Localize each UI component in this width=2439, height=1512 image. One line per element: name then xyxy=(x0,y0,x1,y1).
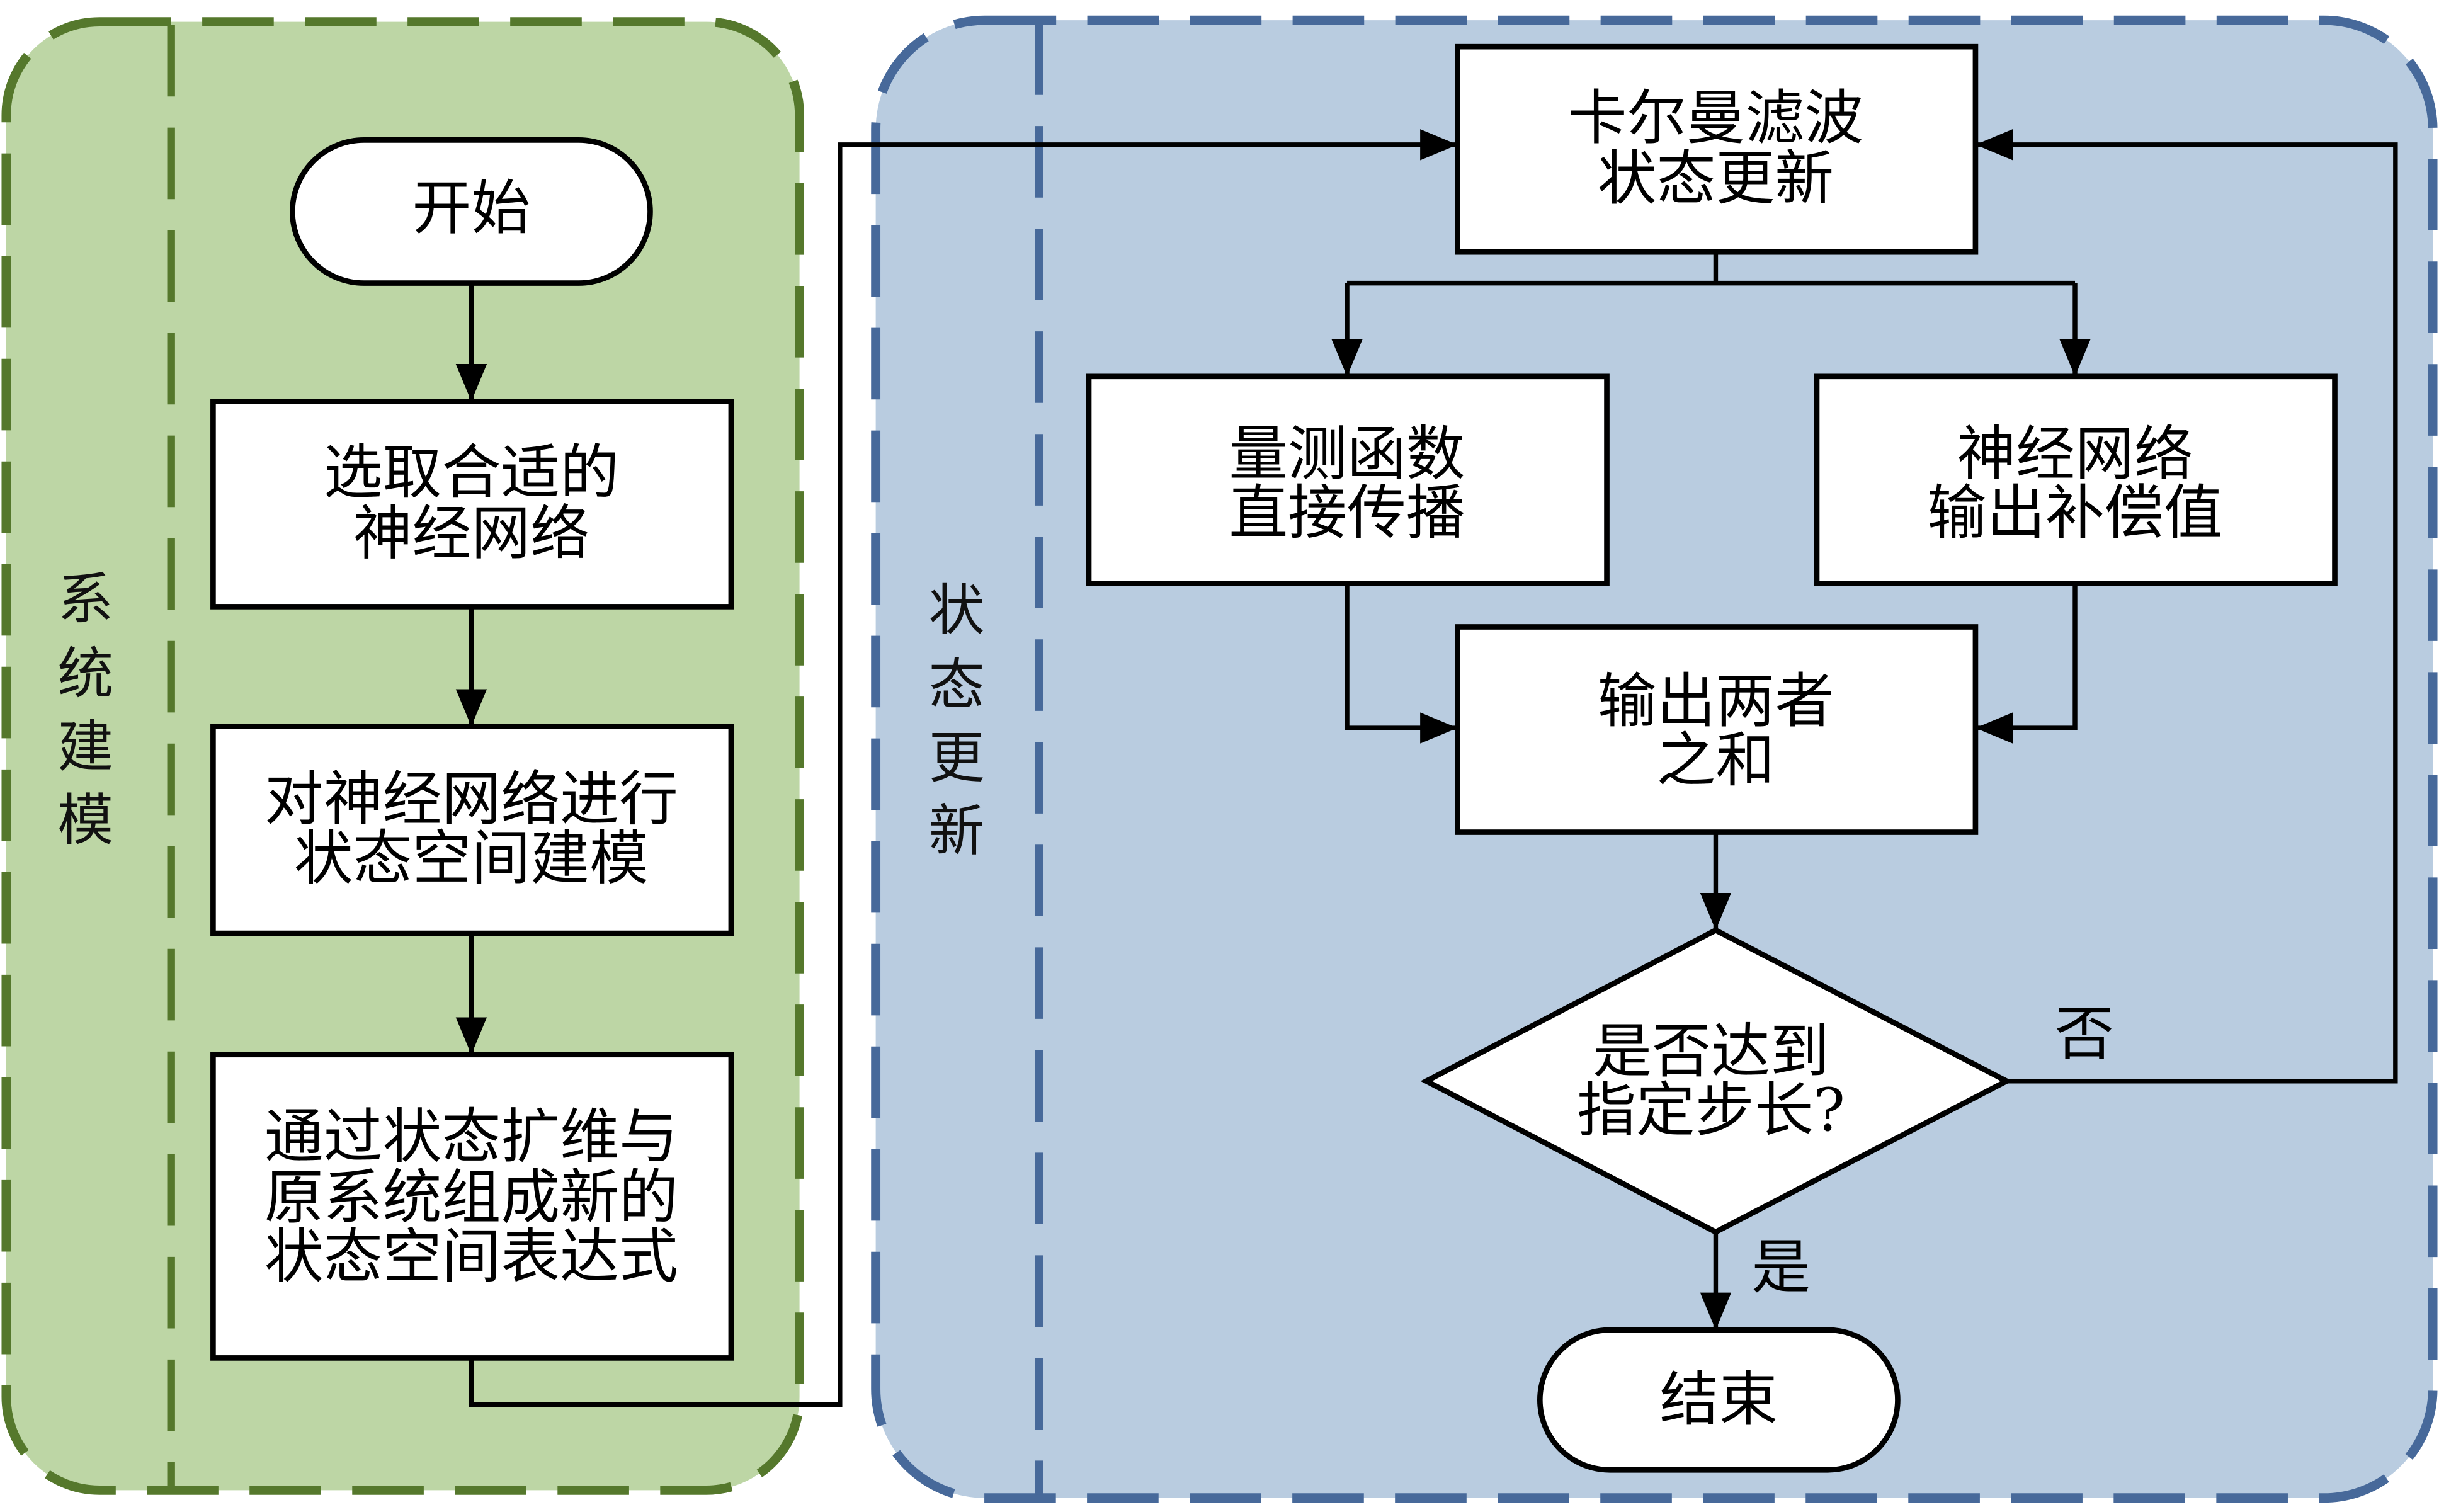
modeling-panel-label-char: 建 xyxy=(57,714,113,780)
decision-no-label: 否 xyxy=(2055,1000,2114,1069)
network-compensation-box: 神经网络 输出补偿值 xyxy=(1814,373,2338,586)
start-label: 开始 xyxy=(412,174,531,243)
arrow-augmented-system-to-kalman-update xyxy=(469,129,1458,1407)
measurement-propagation-text-line: 量测函数 xyxy=(1229,420,1465,489)
update-panel-label-char: 更 xyxy=(929,725,985,790)
augmented-system-text-line: 状态空间表达式 xyxy=(264,1222,678,1291)
arrow-measurement-to-sum xyxy=(1345,583,1458,744)
network-compensation-box-shape xyxy=(1814,373,2338,586)
kalman-update-text-line: 状态更新 xyxy=(1598,145,1834,213)
arrow-decision-no-loop xyxy=(1975,129,2398,1084)
decision-text-line: 是否达到 xyxy=(1593,1017,1829,1086)
arrow-compensation-to-sum xyxy=(1975,583,2078,744)
state-space-model-box: 对神经网络进行 状态空间建模 xyxy=(210,724,734,936)
sum-output-box-shape xyxy=(1455,624,1979,835)
update-panel-label-char: 态 xyxy=(929,652,985,717)
decision-text-line: 指定步长? xyxy=(1577,1076,1845,1145)
decision-yes-label: 是 xyxy=(1751,1234,1811,1302)
measurement-propagation-box-shape xyxy=(1086,373,1610,586)
augmented-system-text-line: 通过状态扩维与 xyxy=(264,1103,678,1171)
measurement-propagation-text-line: 直接传播 xyxy=(1229,479,1465,548)
modeling-panel-label-char: 模 xyxy=(57,787,113,853)
decision-diamond: 是否达到 指定步长? xyxy=(1420,927,2013,1236)
augmented-system-text-line: 原系统组成新的 xyxy=(264,1163,678,1232)
kalman-update-box: 卡尔曼滤波 状态更新 xyxy=(1455,43,1979,255)
modeling-panel-label-char: 系 xyxy=(57,566,113,632)
state-space-model-text-line: 对神经网络进行 xyxy=(264,765,678,834)
sum-output-box: 输出两者 之和 xyxy=(1455,624,1979,835)
sum-output-text-line: 输出两者 xyxy=(1598,668,1834,736)
kalman-update-box-shape xyxy=(1455,43,1979,255)
modeling-panel-label-char: 统 xyxy=(57,641,113,707)
sum-output-text-line: 之和 xyxy=(1657,726,1775,795)
network-compensation-text-line: 神经网络 xyxy=(1957,420,2193,489)
augmented-system-box-shape xyxy=(210,1052,734,1361)
augmented-system-box: 通过状态扩维与 原系统组成新的 状态空间表达式 xyxy=(210,1052,734,1361)
start-terminator: 开始 xyxy=(290,137,653,286)
select-network-box: 选取合适的 神经网络 xyxy=(210,399,734,610)
end-terminator: 结束 xyxy=(1537,1327,1901,1473)
end-terminator-shape xyxy=(1537,1327,1901,1473)
select-network-box-shape xyxy=(210,399,734,610)
network-compensation-text-line: 输出补偿值 xyxy=(1927,479,2222,548)
update-panel-label-char: 新 xyxy=(929,798,985,863)
end-label: 结束 xyxy=(1660,1366,1778,1435)
kalman-update-text-line: 卡尔曼滤波 xyxy=(1568,84,1863,152)
state-space-model-text-line: 状态空间建模 xyxy=(294,824,649,893)
measurement-propagation-box: 量测函数 直接传播 xyxy=(1086,373,1610,586)
select-network-text-line: 选取合适的 xyxy=(324,438,619,507)
update-panel-label-char: 状 xyxy=(929,577,985,642)
state-space-model-box-shape xyxy=(210,724,734,936)
select-network-text-line: 神经网络 xyxy=(353,499,589,568)
